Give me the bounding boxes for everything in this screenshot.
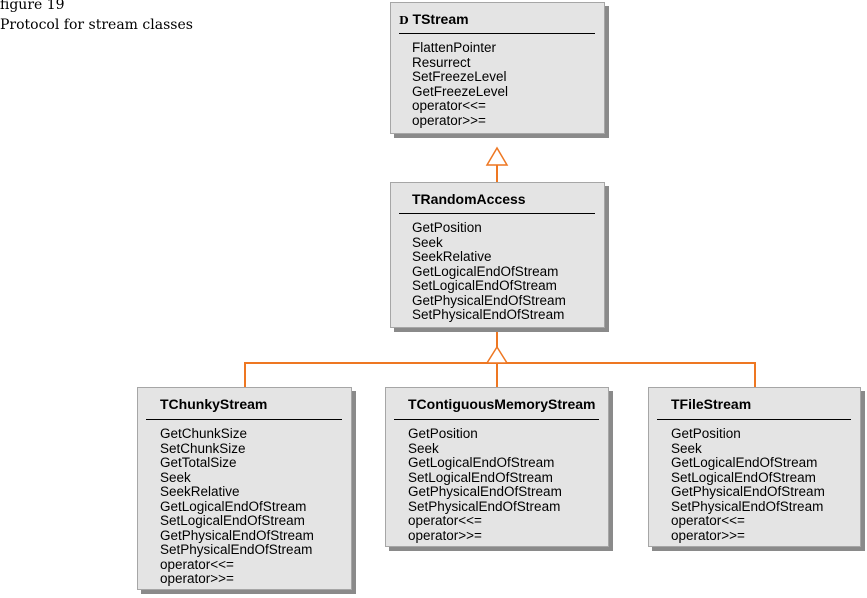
method-item: GetPhysicalEndOfStream: [408, 484, 562, 499]
method-item: SetPhysicalEndOfStream: [412, 307, 565, 322]
method-item: GetTotalSize: [160, 455, 237, 470]
method-item: GetFreezeLevel: [412, 83, 509, 99]
figure-title: Protocol for stream classes: [0, 17, 193, 33]
method-item: SetChunkSize: [160, 440, 246, 456]
method-item: operator>>=: [671, 527, 745, 543]
inheritance-arrowhead-tstream: [485, 146, 509, 166]
method-item: GetPhysicalEndOfStream: [412, 292, 566, 308]
method-list-tfilestream: GetPosition Seek GetLogicalEndOfStream S…: [671, 426, 825, 543]
method-item: SetLogicalEndOfStream: [412, 278, 557, 293]
class-box-tchunkystream[interactable]: TChunkyStream GetChunkSize SetChunkSize …: [137, 387, 352, 590]
method-item: Seek: [671, 440, 702, 456]
method-item: GetPosition: [408, 426, 478, 441]
method-list-tchunkystream: GetChunkSize SetChunkSize GetTotalSize S…: [160, 426, 314, 587]
method-item: SeekRelative: [412, 249, 492, 264]
method-list-tstream: FlattenPointer Resurrect SetFreezeLevel …: [412, 40, 509, 128]
method-item: Seek: [160, 469, 191, 485]
method-item: GetPosition: [671, 426, 741, 441]
method-item: GetPhysicalEndOfStream: [671, 484, 825, 499]
method-item: SetPhysicalEndOfStream: [671, 498, 824, 514]
method-item: FlattenPointer: [412, 40, 497, 55]
method-item: GetLogicalEndOfStream: [412, 263, 559, 279]
method-item: operator>>=: [408, 527, 482, 543]
method-item: SetPhysicalEndOfStream: [160, 542, 313, 557]
class-name-trandomaccess: TRandomAccess: [412, 191, 526, 207]
method-item: SeekRelative: [160, 484, 240, 499]
method-item: Seek: [412, 234, 443, 250]
method-item: GetChunkSize: [160, 426, 248, 441]
class-divider-trandomaccess: [399, 213, 595, 214]
method-item: SetLogicalEndOfStream: [160, 513, 305, 528]
method-item: operator<<=: [408, 513, 482, 528]
class-divider-tchunkystream: [146, 419, 342, 420]
class-divider-tcontiguousmemorystream: [394, 419, 599, 420]
class-box-trandomaccess[interactable]: TRandomAccess GetPosition Seek SeekRelat…: [390, 182, 605, 328]
method-item: GetPhysicalEndOfStream: [160, 527, 314, 543]
method-item: GetLogicalEndOfStream: [408, 455, 555, 470]
method-item: Seek: [408, 440, 439, 456]
method-item: SetLogicalEndOfStream: [671, 469, 816, 485]
method-item: SetPhysicalEndOfStream: [408, 498, 561, 514]
class-box-tfilestream[interactable]: TFileStream GetPosition Seek GetLogicalE…: [648, 387, 861, 547]
figure-number: figure 19: [0, 0, 65, 13]
inheritance-arrowhead-trandomaccess: [485, 345, 509, 364]
method-item: GetLogicalEndOfStream: [671, 455, 818, 470]
method-list-tcontiguousmemorystream: GetPosition Seek GetLogicalEndOfStream S…: [408, 426, 562, 543]
class-divider-tstream: [399, 33, 595, 34]
method-list-trandomaccess: GetPosition Seek SeekRelative GetLogical…: [412, 220, 566, 323]
method-item: operator<<=: [160, 556, 234, 572]
class-name-tfilestream: TFileStream: [671, 396, 752, 412]
method-item: operator>>=: [412, 112, 486, 128]
method-item: SetFreezeLevel: [412, 69, 507, 84]
method-item: operator<<=: [412, 98, 486, 113]
method-item: SetLogicalEndOfStream: [408, 469, 553, 485]
class-name-tstream: TStream: [412, 11, 469, 27]
method-item: GetLogicalEndOfStream: [160, 498, 307, 514]
method-item: operator>>=: [160, 571, 234, 586]
class-box-tcontiguousmemorystream[interactable]: TContiguousMemoryStream GetPosition Seek…: [385, 387, 609, 547]
method-item: operator<<=: [671, 513, 745, 528]
class-name-tchunkystream: TChunkyStream: [160, 396, 268, 412]
abstract-class-marker: D: [399, 14, 409, 27]
class-divider-tfilestream: [657, 419, 851, 420]
method-item: Resurrect: [412, 54, 471, 70]
class-name-tcontiguousmemorystream: TContiguousMemoryStream: [408, 396, 596, 412]
method-item: GetPosition: [412, 220, 482, 235]
